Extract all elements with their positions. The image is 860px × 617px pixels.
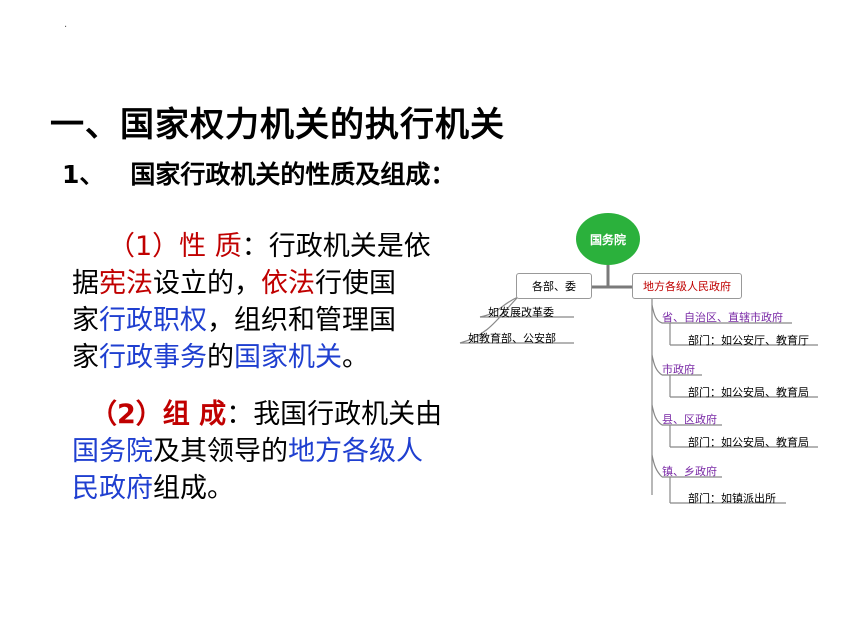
- nature-colon: ：: [241, 231, 269, 262]
- composition-paragraph: （2）组 成：我国行政机关由 国务院及其领导的地方各级人 民政府组成。: [72, 396, 442, 507]
- local-gov-node: 地方各级人民政府: [632, 273, 742, 299]
- slide-title: 一、国家权力机关的执行机关: [50, 105, 505, 145]
- subtitle-number: 1、: [62, 160, 105, 189]
- keyword-constitution: 宪法: [99, 268, 153, 299]
- composition-text-3: 组成。: [153, 473, 234, 504]
- keyword-state-council: 国务院: [72, 436, 153, 467]
- nature-text-9: 。: [342, 342, 369, 373]
- composition-text-1: 我国行政机关由: [253, 399, 443, 430]
- keyword-state-organ: 国家机关: [234, 342, 342, 373]
- keyword-admin-affairs: 行政事务: [99, 342, 207, 373]
- composition-colon: ：: [226, 399, 254, 430]
- county-gov-label: 县、区政府: [662, 413, 717, 426]
- city-gov-label: 市政府: [662, 363, 695, 376]
- town-gov-label: 镇、乡政府: [662, 465, 717, 478]
- nature-text-8: 的: [207, 342, 234, 373]
- county-dept-label: 部门：如公安局、教育局: [688, 436, 809, 449]
- ministry-example-2: 如教育部、公安部: [468, 332, 556, 345]
- nature-label: （1）性 质: [108, 231, 242, 262]
- slide-subtitle: 1、国家行政机关的性质及组成：: [62, 155, 455, 191]
- keyword-by-law: 依法: [261, 268, 315, 299]
- ministry-example-1: 如发展改革委: [488, 306, 554, 319]
- subtitle-text: 国家行政机关的性质及组成：: [130, 160, 456, 189]
- nature-text-7: 家: [72, 342, 99, 373]
- keyword-admin-power: 行政职权: [99, 305, 207, 336]
- nature-text-1: 行政机关是依: [268, 231, 431, 262]
- nature-text-5: 家: [72, 305, 99, 336]
- keyword-local-gov: 地方各级人: [288, 436, 423, 467]
- text-column: （1）性 质：行政机关是依 据宪法设立的，依法行使国 家行政职权，组织和管理国 …: [72, 228, 442, 507]
- state-council-diagram: 国务院 各部、委 如发展改革委 如教育部、公安部 地方各级人民政府 省、自治区、…: [440, 205, 860, 525]
- nature-text-3: 设立的，: [153, 268, 261, 299]
- nature-paragraph: （1）性 质：行政机关是依 据宪法设立的，依法行使国 家行政职权，组织和管理国 …: [72, 228, 431, 376]
- city-dept-label: 部门：如公安局、教育局: [688, 386, 809, 399]
- ministries-node: 各部、委: [516, 273, 592, 299]
- state-council-node: 国务院: [576, 213, 640, 265]
- composition-label: （2）组 成: [90, 399, 227, 430]
- town-dept-label: 部门：如镇派出所: [688, 492, 776, 505]
- keyword-peoples-gov: 民政府: [72, 473, 153, 504]
- nature-text-6: ，组织和管理国: [207, 305, 396, 336]
- province-gov-label: 省、自治区、直辖市政府: [662, 311, 783, 324]
- diagram-connectors: [459, 265, 818, 504]
- province-dept-label: 部门：如公安厅、教育厅: [688, 334, 809, 347]
- decorative-dot: ·: [64, 22, 68, 33]
- composition-text-2: 及其领导的: [153, 436, 288, 467]
- nature-text-4: 行使国: [315, 268, 396, 299]
- nature-text-2: 据: [72, 268, 99, 299]
